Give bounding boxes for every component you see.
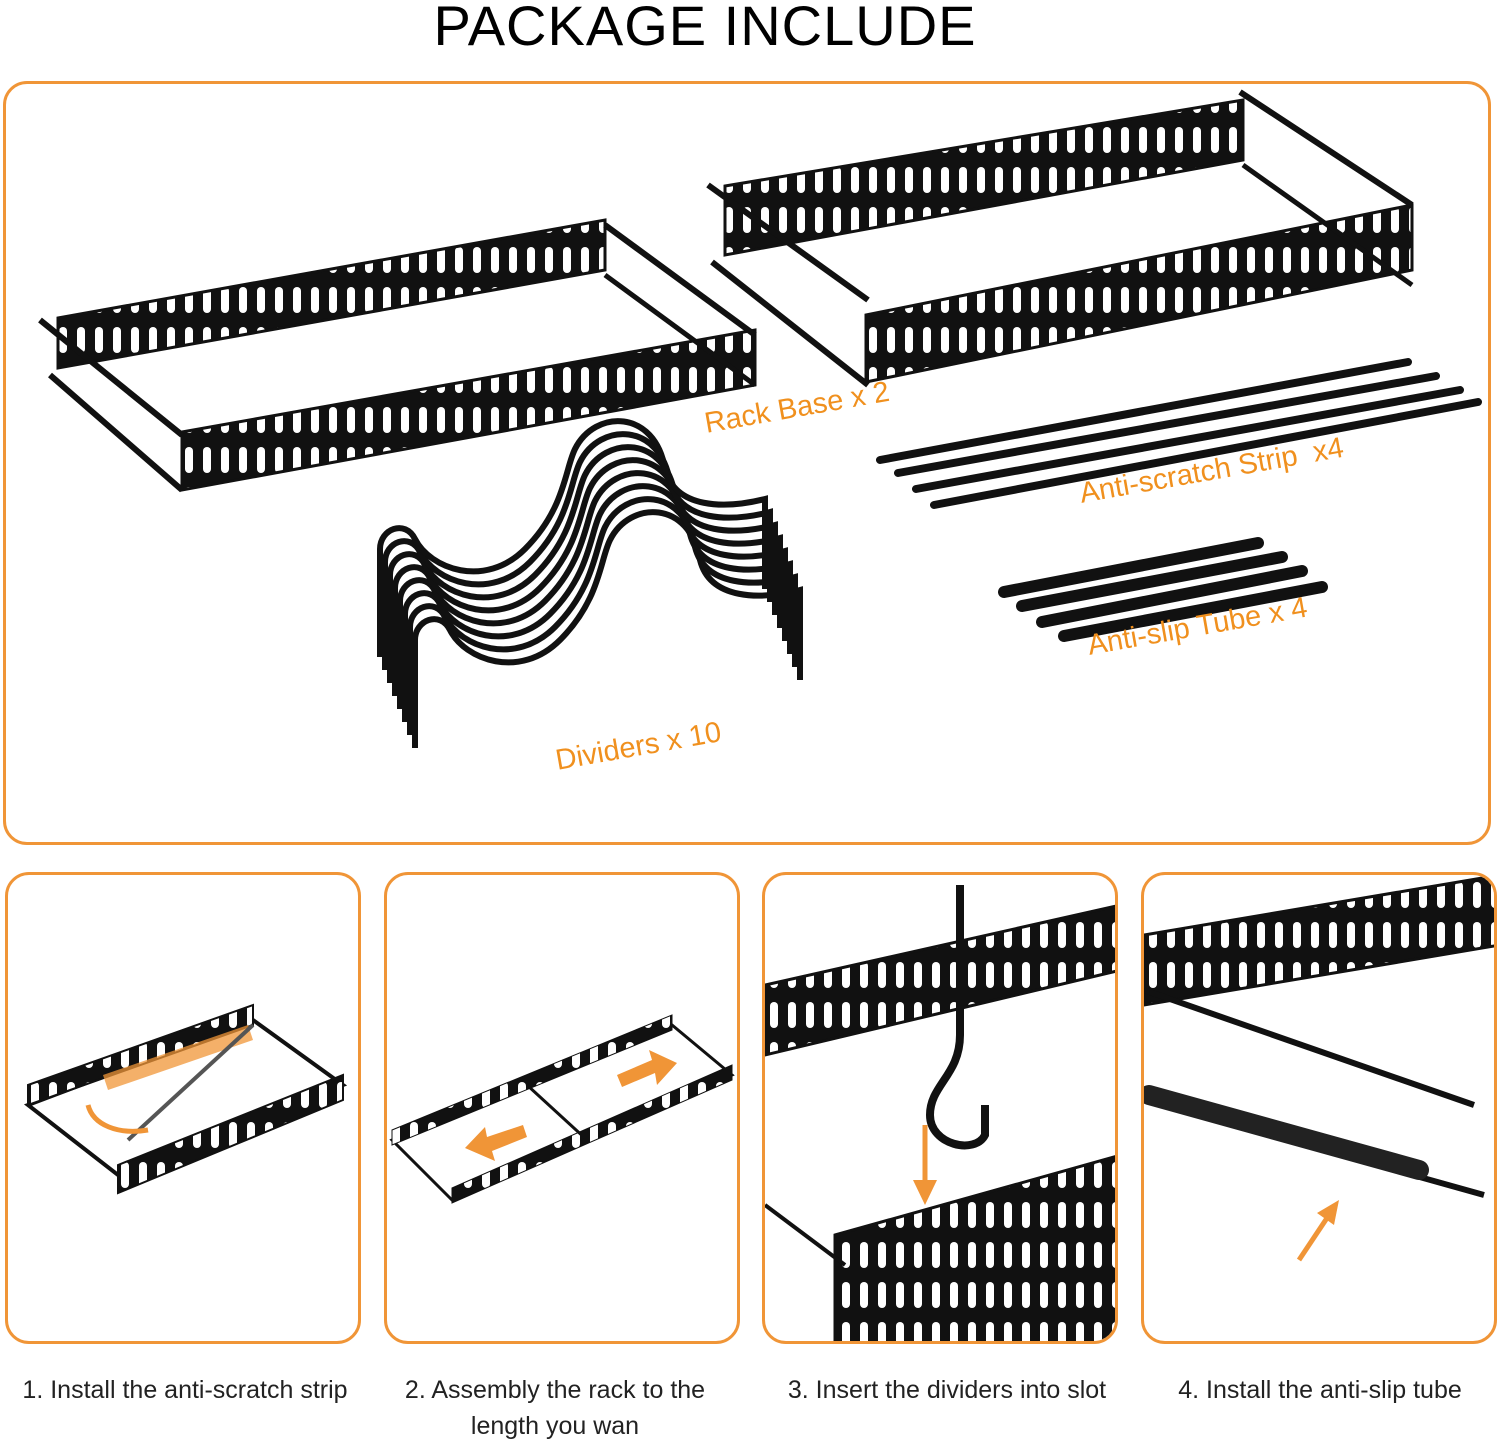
package-contents-panel — [3, 81, 1491, 845]
step-3-caption: 3. Insert the dividers into slot — [787, 1376, 1107, 1404]
step-4-caption: 4. Install the anti-slip tube — [1178, 1376, 1462, 1404]
dividers-stack — [377, 418, 803, 748]
step-3-image — [762, 872, 1118, 1344]
step-2-caption: 2. Assembly the rack to the length you w… — [404, 1376, 706, 1440]
anti-slip-tubes — [998, 537, 1328, 642]
step-2-image — [384, 872, 740, 1344]
step-1-caption: 1. Install the anti-scratch strip — [22, 1376, 348, 1404]
step-1-image — [5, 872, 361, 1344]
package-illustration — [38, 89, 1482, 748]
page-title: PACKAGE INCLUDE — [433, 0, 977, 57]
rack-base-left — [38, 218, 757, 493]
anti-scratch-strips — [876, 358, 1482, 509]
rack-base-right — [706, 89, 1414, 388]
step-4-image — [1141, 872, 1497, 1344]
